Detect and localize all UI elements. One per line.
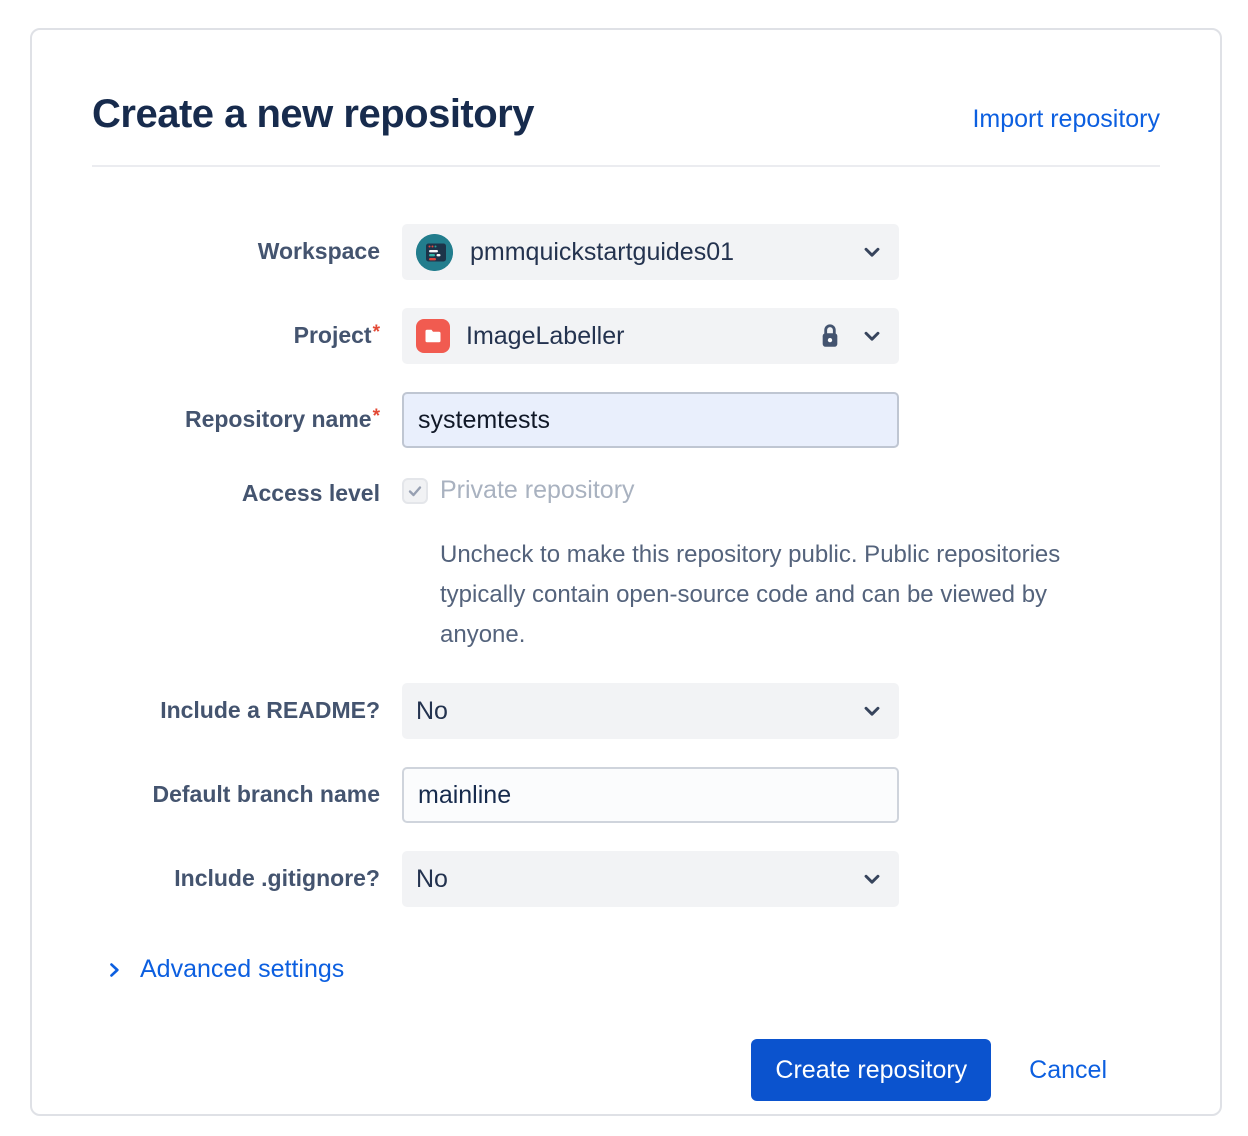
import-repository-link[interactable]: Import repository [972,105,1160,133]
chevron-down-icon [861,325,883,347]
workspace-row: Workspace pmmquickstartguide [92,224,1160,280]
workspace-label: Workspace [257,238,380,265]
workspace-avatar-icon [416,233,453,271]
access-level-label: Access level [241,480,380,506]
card-header: Create a new repository Import repositor… [92,92,1160,137]
repository-name-input[interactable] [402,392,899,448]
project-folder-icon [416,319,450,353]
include-gitignore-select[interactable]: No [402,851,899,907]
project-row: Project* ImageLabeller [92,308,1160,364]
create-repository-button[interactable]: Create repository [751,1039,992,1101]
default-branch-row: Default branch name [92,767,1160,823]
cancel-link[interactable]: Cancel [1029,1055,1107,1084]
project-label-text: Project [293,322,372,349]
project-value: ImageLabeller [466,321,625,350]
lock-icon [817,322,843,350]
page-title: Create a new repository [92,92,535,136]
include-gitignore-value: No [416,864,448,893]
create-repository-form: Workspace pmmquickstartguide [92,224,1160,1101]
workspace-select[interactable]: pmmquickstartguides01 [402,224,899,280]
access-level-row: Access level Private repository Uncheck … [92,476,1160,655]
required-asterisk: * [372,322,380,344]
private-repository-checkbox[interactable] [402,477,428,504]
access-level-field: Private repository Uncheck to make this … [402,476,1130,655]
private-repository-label: Private repository [440,476,635,504]
project-label: Project* [92,320,402,351]
checkmark-icon [408,485,422,496]
include-readme-label: Include a README? [160,697,380,724]
repository-name-row: Repository name* [92,392,1160,448]
header-divider [92,165,1160,167]
create-repository-card: Create a new repository Import repositor… [30,28,1222,1116]
repository-name-label: Repository name* [92,404,402,435]
advanced-settings-toggle[interactable]: Advanced settings [104,955,1160,984]
default-branch-label: Default branch name [152,781,381,808]
chevron-right-icon [104,960,124,980]
include-readme-select[interactable]: No [402,683,899,739]
workspace-value: pmmquickstartguides01 [470,237,735,266]
project-select[interactable]: ImageLabeller [402,308,899,364]
chevron-down-icon [861,241,883,263]
chevron-down-icon [861,868,883,890]
include-gitignore-row: Include .gitignore? No [92,851,1160,907]
form-actions: Create repository Cancel [92,1039,1107,1101]
private-repository-option: Private repository [402,476,1130,505]
chevron-down-icon [861,700,883,722]
required-asterisk: * [372,406,380,428]
advanced-settings-link[interactable]: Advanced settings [140,955,345,983]
include-readme-value: No [416,696,448,725]
repository-name-label-text: Repository name [184,406,372,433]
include-gitignore-label: Include .gitignore? [174,865,380,892]
access-level-help-text: Uncheck to make this repository public. … [440,541,1061,648]
include-readme-row: Include a README? No [92,683,1160,739]
default-branch-input[interactable] [402,767,899,823]
